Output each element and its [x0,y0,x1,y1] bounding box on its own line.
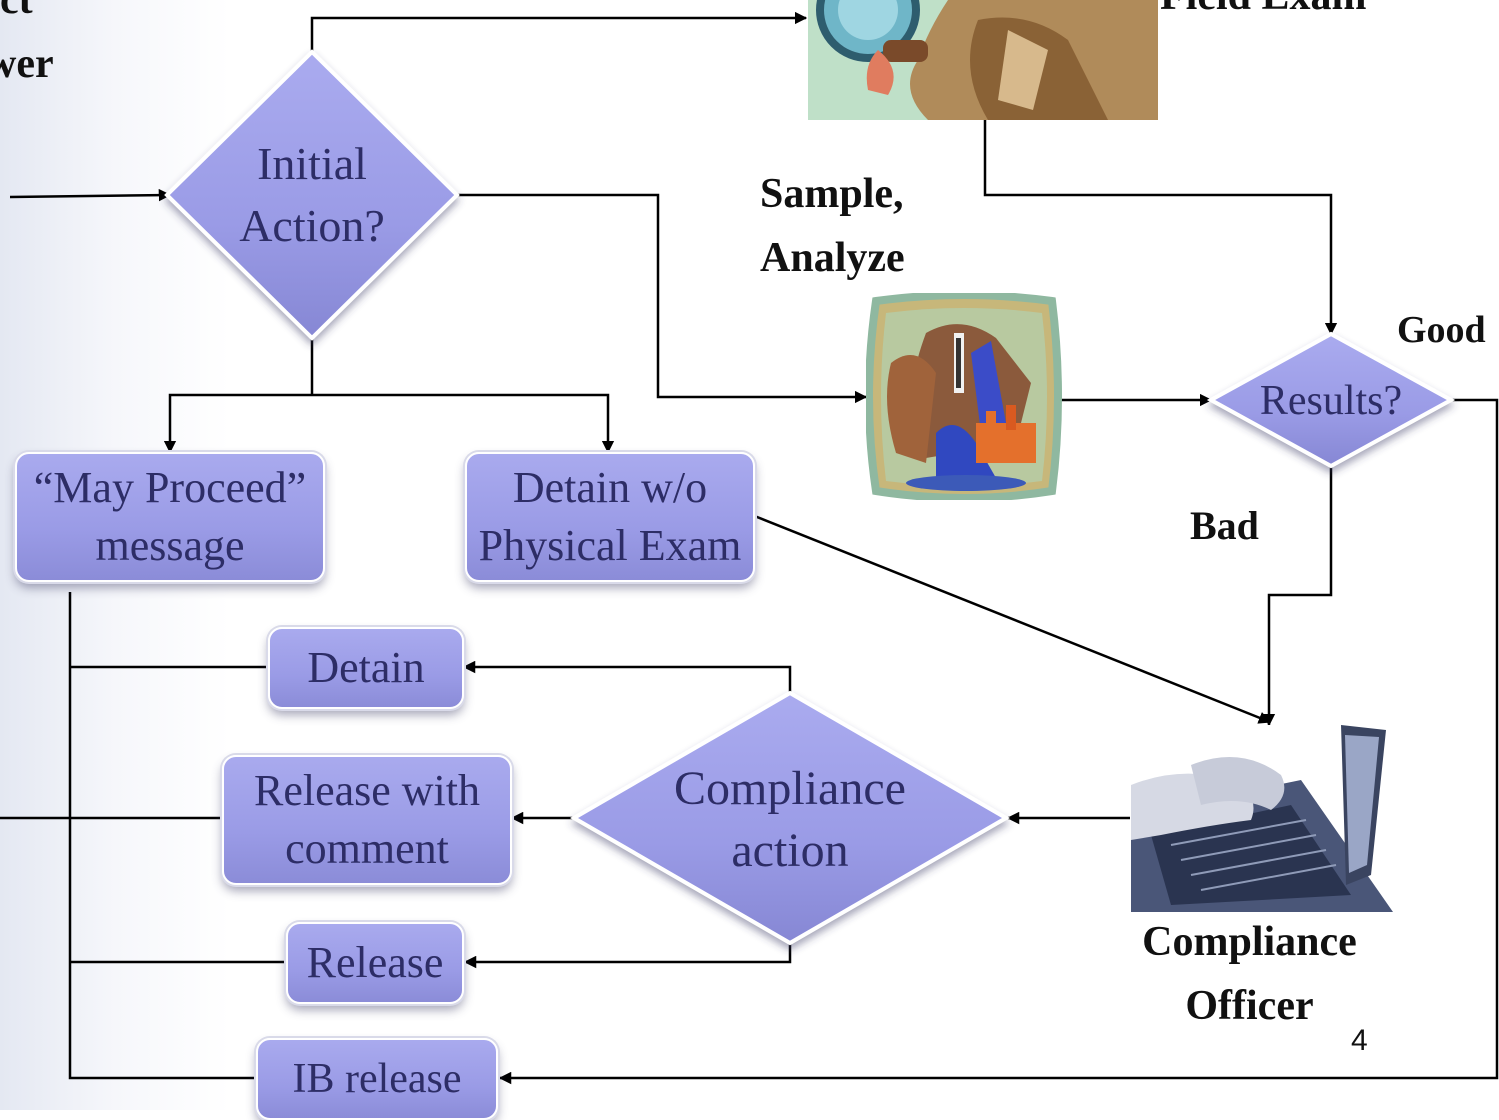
initial-action-line1: Initial [257,138,367,189]
action-to-detain-arrow [462,660,792,695]
may-proceed-line2: message [95,521,245,570]
may-proceed-box: “May Proceed” message [15,452,325,582]
sample-line2: Analyze [760,235,905,281]
to-may-proceed-arrow [163,393,312,454]
results-diamond [1206,331,1456,469]
action-to-release-arrow [463,942,792,969]
page-number: 4 [1351,1024,1368,1057]
to-detain-no-exam-arrow [312,393,615,454]
release-with-comment-line2: comment [285,824,449,873]
release-with-comment-line1: Release with [253,766,481,815]
release-label: Release [306,938,444,987]
compliance-action-text: Compliance action [620,755,960,885]
laptop-typing-icon [1131,725,1393,912]
release-box: Release [286,922,464,1004]
detain-box: Detain [268,627,464,709]
compliance-officer-line1: Compliance [1142,919,1357,965]
results-label: Results? [1259,378,1403,424]
detain-no-exam-box: Detain w/o Physical Exam [465,452,755,582]
top-left-line2: wer [0,41,54,87]
to-sample-arrow [455,193,868,404]
compliance-officer-line2: Officer [1185,983,1314,1029]
left-bus-line [68,592,256,1080]
compliance-officer-label: Compliance Officer [1112,910,1387,1038]
results-text: Results? [1231,372,1431,430]
initial-action-text: Initial Action? [205,130,419,260]
detain-to-officer-arrow [751,513,1272,724]
to-field-exam-arrow [310,11,808,55]
entry-arrow [9,188,172,202]
field-to-results-arrow [983,120,1338,336]
bad-label: Bad [1190,503,1259,548]
release-with-comment-box: Release with comment [222,755,512,885]
good-label: Good [1397,309,1486,351]
field-exam-label: Field Exam [1160,0,1367,28]
ib-release-box: IB release [256,1038,498,1120]
compliance-action-line1: Compliance [674,762,906,815]
detain-label: Detain [307,643,425,692]
ib-release-label: IB release [292,1056,462,1102]
compliance-action-line2: action [731,824,849,877]
initial-action-diamond [164,49,460,341]
initial-action-line2: Action? [239,200,385,251]
detain-no-exam-line2: Physical Exam [478,521,742,570]
may-proceed-line1: “May Proceed” [33,463,307,512]
sample-analyze-label: Sample, Analyze [760,162,905,290]
sample-line1: Sample, [760,171,904,217]
magnifier-inspector-icon [808,0,1158,120]
detain-no-exam-line1: Detain w/o [512,463,708,512]
top-left-line1: ct [0,0,33,23]
results-good-arrow [498,398,1499,1085]
results-bad-arrow [1262,462,1333,727]
scientist-microscope-icon [865,291,1062,502]
compliance-action-diamond [570,690,1010,946]
top-left-partial-label: ct wer [0,0,90,96]
